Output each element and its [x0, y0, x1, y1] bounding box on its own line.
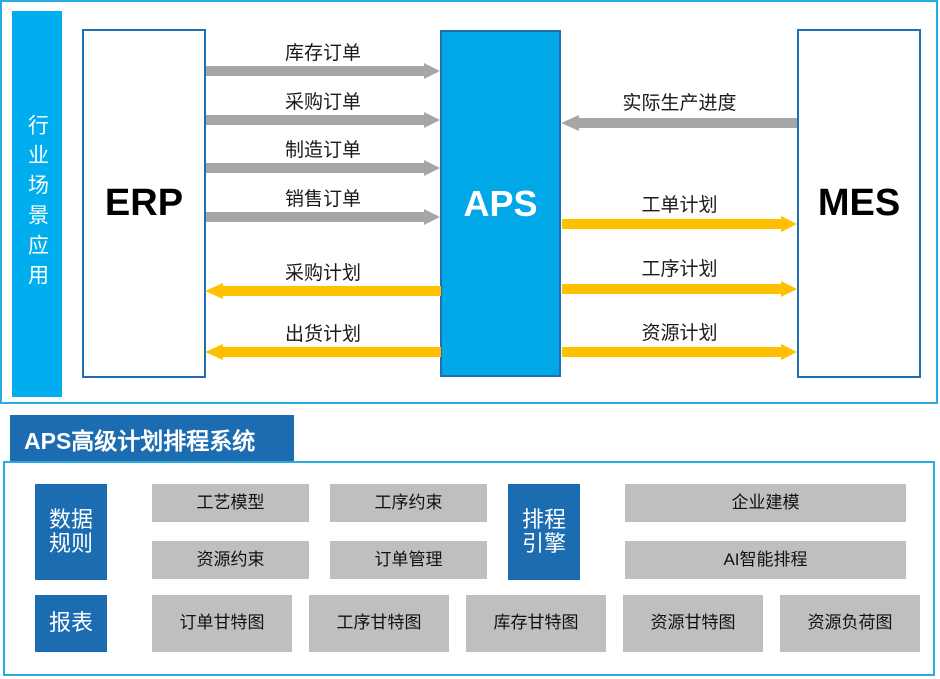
node-erp-label: ERP [104, 182, 184, 224]
flow-arrow-left-2 [206, 160, 440, 176]
node-erp[interactable]: ERP [82, 29, 206, 378]
module-tile-order-gantt-label: 订单甘特图 [179, 613, 265, 633]
flow-arrow-right-1 [562, 216, 797, 232]
module-group-data-rules-line1: 数据 [48, 506, 93, 532]
sidebar-industry-scenario: 行业场景应用 [12, 11, 62, 397]
flow-label-right-1: 工单计划 [641, 194, 718, 216]
module-tile-order-management-label: 订单管理 [374, 549, 443, 569]
module-group-scheduling-engine-line1: 排程 [521, 506, 566, 532]
node-mes[interactable]: MES [797, 29, 921, 378]
module-group-scheduling-engine-line2: 引擎 [521, 531, 566, 556]
flow-arrow-left-1 [206, 112, 440, 128]
module-tile-order-gantt[interactable]: 订单甘特图 [152, 595, 292, 652]
module-tile-resource-gantt[interactable]: 资源甘特图 [623, 595, 763, 652]
flow-label-left-4: 采购计划 [284, 262, 361, 284]
module-tile-resource-gantt-label: 资源甘特图 [650, 613, 736, 633]
module-group-reports-label: 报表 [48, 610, 93, 636]
flow-label-left-2: 制造订单 [284, 139, 361, 161]
module-tile-inventory-gantt[interactable]: 库存甘特图 [466, 595, 606, 652]
flow-arrow-right-3 [562, 344, 797, 360]
module-tile-operation-gantt-label: 工序甘特图 [336, 613, 422, 633]
module-tile-process-model[interactable]: 工艺模型 [152, 484, 309, 522]
flow-arrow-left-5 [205, 344, 441, 360]
module-group-data-rules[interactable]: 数据 规则 [35, 484, 107, 580]
system-header-bar: APS高级计划排程系统 [10, 415, 294, 463]
flow-arrow-left-4 [205, 283, 441, 299]
module-tile-resource-load-chart-label: 资源负荷图 [807, 613, 893, 633]
module-tile-process-model-label: 工艺模型 [196, 492, 265, 512]
module-tile-resource-constraint[interactable]: 资源约束 [152, 541, 309, 579]
node-aps[interactable]: APS [440, 30, 561, 377]
module-group-scheduling-engine[interactable]: 排程 引擎 [508, 484, 580, 580]
system-header-title: APS高级计划排程系统 [24, 428, 256, 454]
module-group-data-rules-line2: 规则 [48, 531, 93, 556]
flow-label-right-0: 实际生产进度 [622, 92, 737, 114]
module-tile-operation-constraint[interactable]: 工序约束 [330, 484, 487, 522]
module-tile-inventory-gantt-label: 库存甘特图 [493, 613, 579, 633]
flow-label-left-0: 库存订单 [284, 42, 361, 64]
node-mes-label: MES [817, 182, 901, 224]
flow-arrow-right-0 [561, 115, 797, 131]
flow-label-right-2: 工序计划 [641, 258, 718, 280]
flow-arrow-right-2 [562, 281, 797, 297]
system-modules-panel: 数据 规则 工艺模型 工序约束 资源约束 订单管理 排程 引擎 企业建模 AI智… [3, 461, 935, 676]
flow-label-left-3: 销售订单 [284, 188, 361, 210]
flow-label-left-1: 采购订单 [284, 91, 361, 113]
sidebar-label: 行业场景应用 [25, 114, 49, 294]
module-tile-order-management[interactable]: 订单管理 [330, 541, 487, 579]
module-tile-ai-scheduling[interactable]: AI智能排程 [625, 541, 906, 579]
module-tile-operation-constraint-label: 工序约束 [374, 492, 443, 512]
module-group-reports[interactable]: 报表 [35, 595, 107, 652]
module-tile-enterprise-modeling[interactable]: 企业建模 [625, 484, 906, 522]
flow-label-left-5: 出货计划 [284, 323, 361, 345]
module-tile-ai-scheduling-label: AI智能排程 [723, 549, 808, 569]
flow-label-right-3: 资源计划 [641, 322, 718, 344]
flow-arrow-left-0 [206, 63, 440, 79]
node-aps-label: APS [463, 182, 538, 224]
module-tile-operation-gantt[interactable]: 工序甘特图 [309, 595, 449, 652]
scenario-panel: 行业场景应用 ERP APS MES 库存订单 采购订单 制造订单 销售订单 [0, 0, 938, 404]
module-tile-resource-constraint-label: 资源约束 [196, 549, 265, 569]
flow-arrow-left-3 [206, 209, 440, 225]
module-tile-resource-load-chart[interactable]: 资源负荷图 [780, 595, 920, 652]
module-tile-enterprise-modeling-label: 企业建模 [731, 492, 800, 512]
